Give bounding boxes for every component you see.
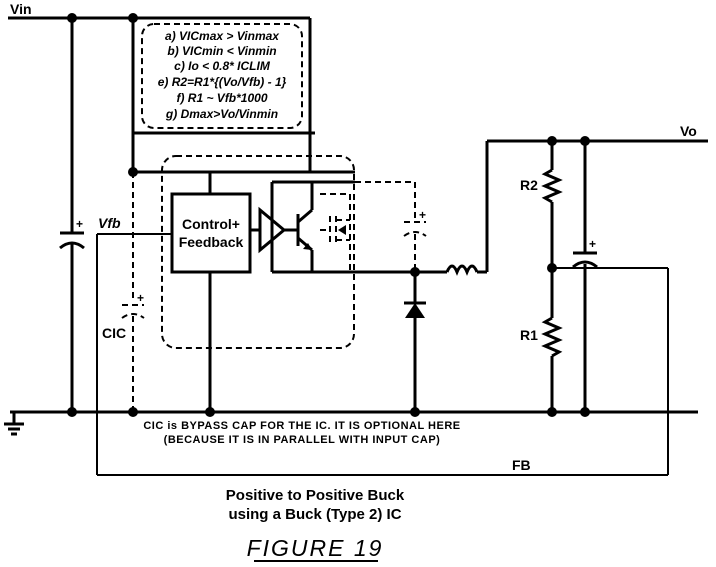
r1-label: R1 — [520, 327, 538, 343]
plus-snubber: + — [419, 208, 426, 222]
catch-diode — [405, 303, 425, 318]
vo-label: Vo — [680, 123, 697, 139]
condition-b: b) VICmin < Vinmin — [167, 44, 276, 58]
plus-input-cap: + — [76, 217, 83, 231]
inductor — [445, 264, 479, 276]
feedback-label: Feedback — [179, 234, 244, 250]
cic-label: CIC — [102, 325, 126, 341]
resistor-r1 — [541, 316, 563, 358]
fb-label: FB — [512, 457, 531, 473]
vfb-label: Vfb — [98, 215, 121, 231]
caption-line-1: Positive to Positive Buck — [226, 487, 405, 504]
ic-outline — [161, 155, 355, 349]
resistor-r2 — [541, 168, 563, 204]
control-feedback-block — [170, 192, 252, 274]
condition-e: e) R2=R1*{(Vo/Vfb) - 1} — [158, 75, 287, 89]
feedback-node — [547, 263, 557, 273]
vin-label: Vin — [10, 1, 32, 17]
condition-c: c) Io < 0.8* ICLIM — [174, 59, 271, 73]
condition-a: a) VICmax > Vinmax — [165, 29, 280, 43]
node-vin-drop — [128, 13, 138, 23]
condition-f: f) R1 ~ Vfb*1000 — [176, 91, 267, 105]
note-line-1: CIC is BYPASS CAP FOR THE IC. IT IS OPTI… — [143, 420, 460, 432]
plus-cic: + — [137, 291, 144, 305]
note-line-2: (BECAUSE IT IS IN PARALLEL WITH INPUT CA… — [164, 434, 441, 446]
plus-output-cap: + — [589, 237, 596, 251]
caption-line-2: using a Buck (Type 2) IC — [228, 506, 401, 523]
r2-label: R2 — [520, 177, 538, 193]
conditions-box — [141, 23, 303, 129]
control-label: Control+ — [182, 216, 240, 232]
figure-title: FIGURE 19 — [247, 535, 384, 561]
condition-g: g) Dmax>Vo/Vinmin — [165, 107, 278, 121]
